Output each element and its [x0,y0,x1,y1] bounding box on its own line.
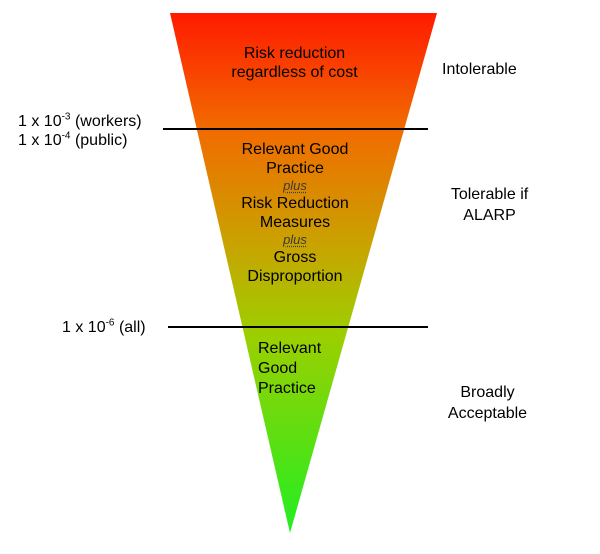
category-tolerable-line-1: Tolerable if [450,186,529,203]
threshold-all: 1 x 10-6 (all) [62,318,146,337]
zone-middle-line-1: Relevant Good [241,141,349,158]
risk-triangle [170,13,437,533]
zone-middle-text: Relevant Good Practice plus Risk Reducti… [200,140,390,286]
threshold-workers-suffix: (workers) [70,113,142,130]
category-broadly-line-2: Acceptable [447,405,528,422]
category-tolerable: Tolerable if ALARP [432,184,547,226]
category-tolerable-line-2: ALARP [463,207,516,224]
threshold-workers: 1 x 10-3 (workers) [18,112,142,131]
category-broadly-line-1: Broadly [460,384,515,401]
zone-middle-line-2: Practice [266,160,324,177]
zone-middle-line-4: Measures [259,214,331,231]
threshold-all-exponent: -6 [105,317,115,329]
threshold-all-suffix: (all) [114,319,146,336]
zone-bottom-text: Relevant Good Practice [258,339,348,399]
threshold-public-suffix: (public) [70,132,128,149]
zone-bottom-line-1: Relevant [258,340,322,357]
zone-top-line-2: regardless of cost [231,64,358,81]
threshold-public-base: 1 x 10 [18,132,62,149]
zone-top-line-1: Risk reduction [243,45,346,62]
threshold-workers-exponent: -3 [61,111,71,123]
zone-middle-plus-2: plus [283,232,307,247]
zone-middle-line-5: Gross [273,249,317,266]
threshold-public: 1 x 10-4 (public) [18,131,127,150]
zone-middle-line-3: Risk Reduction [241,195,349,212]
threshold-public-exponent: -4 [61,130,71,142]
zone-bottom-line-3: Practice [258,380,316,397]
zone-middle-plus-1: plus [283,178,307,193]
zone-top-text: Risk reduction regardless of cost [192,44,397,82]
threshold-all-base: 1 x 10 [62,319,106,336]
zone-middle-line-6: Disproportion [247,268,343,285]
threshold-workers-base: 1 x 10 [18,113,62,130]
category-broadly-acceptable: Broadly Acceptable [430,382,545,424]
category-intolerable: Intolerable [442,61,517,78]
zone-bottom-line-2: Good [258,360,298,377]
